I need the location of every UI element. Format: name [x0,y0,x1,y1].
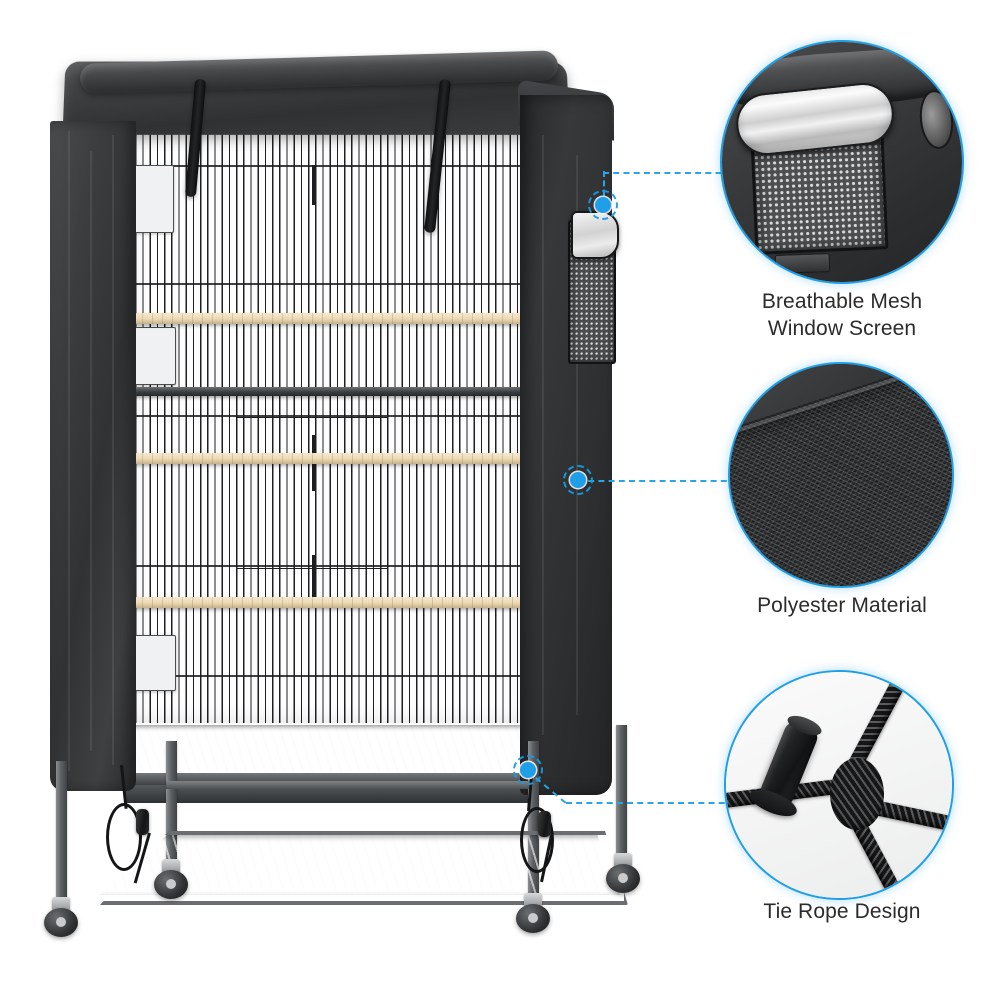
stand-leg [616,725,627,871]
marker-ring [588,190,618,220]
cage-feeder-cup [130,327,176,385]
cage-feeder-cup [130,635,176,691]
caster-wheel [606,853,640,893]
caster-wheel [154,859,188,899]
cage-horizontal-wire [128,165,528,167]
cage-horizontal-wire [128,565,528,567]
cage-bottom-grate [124,725,536,777]
rope-knot [830,758,884,830]
marker-ring [513,755,543,785]
caster-wheel [44,897,78,937]
callout-line-mesh-window [603,172,783,174]
cage-feeder-cup [130,165,174,233]
callout-marker-mesh-window[interactable] [588,190,618,220]
cage-horizontal-wire [128,675,528,677]
stand-leg [166,741,177,877]
wooden-perch [132,453,524,464]
stand-leg [56,761,67,919]
feature-label-tie-rope: Tie Rope Design [763,900,921,923]
detail-circle-polyester [730,364,952,586]
callout-line-polyester [578,480,788,482]
marker-ring [563,465,593,495]
cage-divider-shelf [126,387,530,396]
main-product-image [20,35,660,980]
cage-door-latch [312,555,315,603]
cage-door-latch [312,165,315,205]
flap-fastener-tab [774,252,830,274]
feature-label-mesh-window: Breathable Mesh Window Screen [761,290,923,340]
cover-left-panel [50,121,136,791]
marker-dot [570,472,586,488]
marker-dot [520,762,536,778]
cage-tray-drawer [124,785,536,803]
callout-marker-polyester[interactable] [563,465,593,495]
cage-horizontal-wire [128,283,528,285]
detail-circle-mesh-window [722,42,962,282]
caster-wheel [516,893,550,933]
wooden-perch [132,597,524,608]
callout-line-tie-rope [566,802,796,804]
callout-marker-tie-rope[interactable] [513,755,543,785]
wooden-perch [132,313,524,324]
cage-wire-interior [128,123,528,723]
feature-label-polyester: Polyester Material [757,594,927,617]
marker-dot [595,197,611,213]
detail-circle-tie-rope [726,672,952,898]
cage-horizontal-wire [128,415,528,417]
stand-crossbar [166,781,530,789]
